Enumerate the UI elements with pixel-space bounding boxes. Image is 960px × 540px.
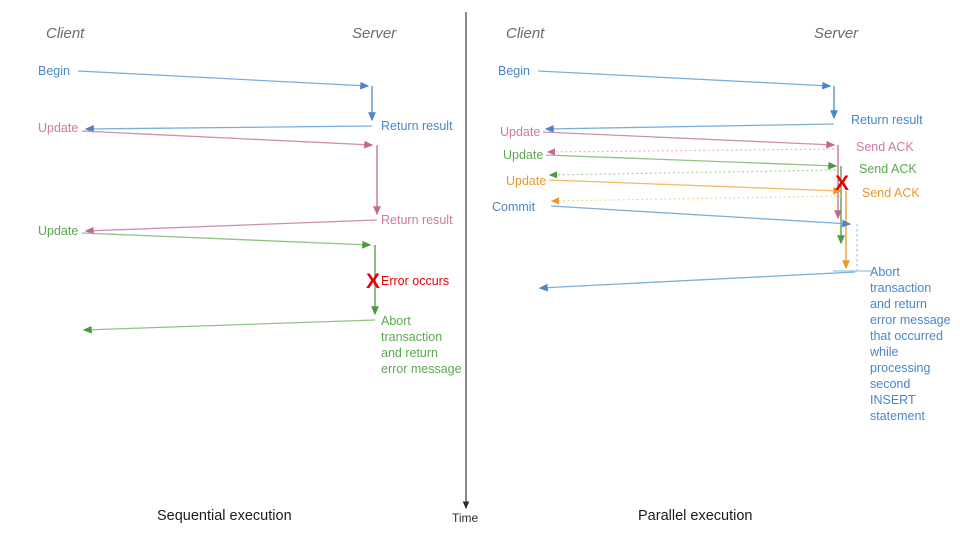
right-label-return-result: Return result bbox=[851, 113, 923, 127]
right-abort-line-2: transaction bbox=[870, 281, 931, 295]
arrow-send-ack-2 bbox=[548, 169, 837, 179]
time-axis-label: Time bbox=[452, 511, 479, 525]
arrow-update-1-request-p bbox=[542, 131, 836, 149]
right-abort-line-10: statement bbox=[870, 409, 925, 423]
right-label-update-3: Update bbox=[506, 174, 546, 188]
right-label-update-2: Update bbox=[503, 148, 543, 162]
left-abort-line-2: transaction bbox=[381, 330, 442, 344]
right-abort-message: Abort transaction and return error messa… bbox=[869, 265, 951, 423]
left-header-client: Client bbox=[46, 25, 85, 42]
left-panel-arrows bbox=[77, 70, 381, 334]
right-header-server: Server bbox=[814, 25, 859, 42]
right-abort-line-8: second bbox=[870, 377, 910, 391]
error-marker-icon: X bbox=[366, 270, 380, 293]
arrow-update-3-request-p bbox=[548, 179, 843, 195]
left-abort-line-4: error message bbox=[381, 362, 462, 376]
arrow-send-ack-1 bbox=[546, 148, 835, 156]
left-label-return-result-2: Return result bbox=[381, 213, 453, 227]
left-label-begin: Begin bbox=[38, 64, 70, 78]
left-header-server: Server bbox=[352, 25, 397, 42]
left-abort-line-3: and return bbox=[381, 346, 438, 360]
right-label-send-ack-3: Send ACK bbox=[862, 186, 920, 200]
arrow-abort-response bbox=[82, 319, 376, 334]
right-panel-arrows bbox=[537, 70, 872, 292]
right-label-send-ack-1: Send ACK bbox=[856, 140, 914, 154]
right-label-send-ack-2: Send ACK bbox=[859, 162, 917, 176]
left-label-error-occurs: Error occurs bbox=[381, 274, 449, 288]
left-caption: Sequential execution bbox=[157, 508, 292, 524]
left-label-return-result-1: Return result bbox=[381, 119, 453, 133]
arrow-begin-request bbox=[77, 70, 370, 90]
right-abort-line-6: while bbox=[869, 345, 899, 359]
arrow-return-result-1 bbox=[84, 125, 373, 133]
arrow-abort-response-p bbox=[538, 271, 856, 292]
right-abort-line-5: that occurred bbox=[870, 329, 943, 343]
right-label-begin: Begin bbox=[498, 64, 530, 78]
right-abort-line-1: Abort bbox=[870, 265, 900, 279]
right-abort-line-7: processing bbox=[870, 361, 930, 375]
left-label-update-1: Update bbox=[38, 121, 78, 135]
right-abort-line-4: error message bbox=[870, 313, 951, 327]
arrow-send-ack-3 bbox=[550, 195, 842, 205]
right-label-commit: Commit bbox=[492, 200, 536, 214]
left-abort-message: Abort transaction and return error messa… bbox=[381, 314, 462, 376]
arrow-commit-request bbox=[550, 205, 852, 228]
right-label-update-1: Update bbox=[500, 125, 540, 139]
right-abort-line-3: and return bbox=[870, 297, 927, 311]
arrow-return-result-p bbox=[544, 123, 835, 133]
arrow-begin-request-p bbox=[537, 70, 832, 90]
right-caption: Parallel execution bbox=[638, 508, 752, 524]
left-label-update-2: Update bbox=[38, 224, 78, 238]
error-marker-icon-p: X bbox=[835, 172, 849, 195]
arrow-update-2-request-p bbox=[545, 154, 838, 170]
right-header-client: Client bbox=[506, 25, 545, 42]
arrow-return-result-2 bbox=[84, 219, 378, 235]
arrow-update-2-request bbox=[81, 232, 372, 249]
arrow-update-1-request bbox=[81, 130, 374, 149]
right-abort-line-9: INSERT bbox=[870, 393, 916, 407]
left-abort-line-1: Abort bbox=[381, 314, 411, 328]
